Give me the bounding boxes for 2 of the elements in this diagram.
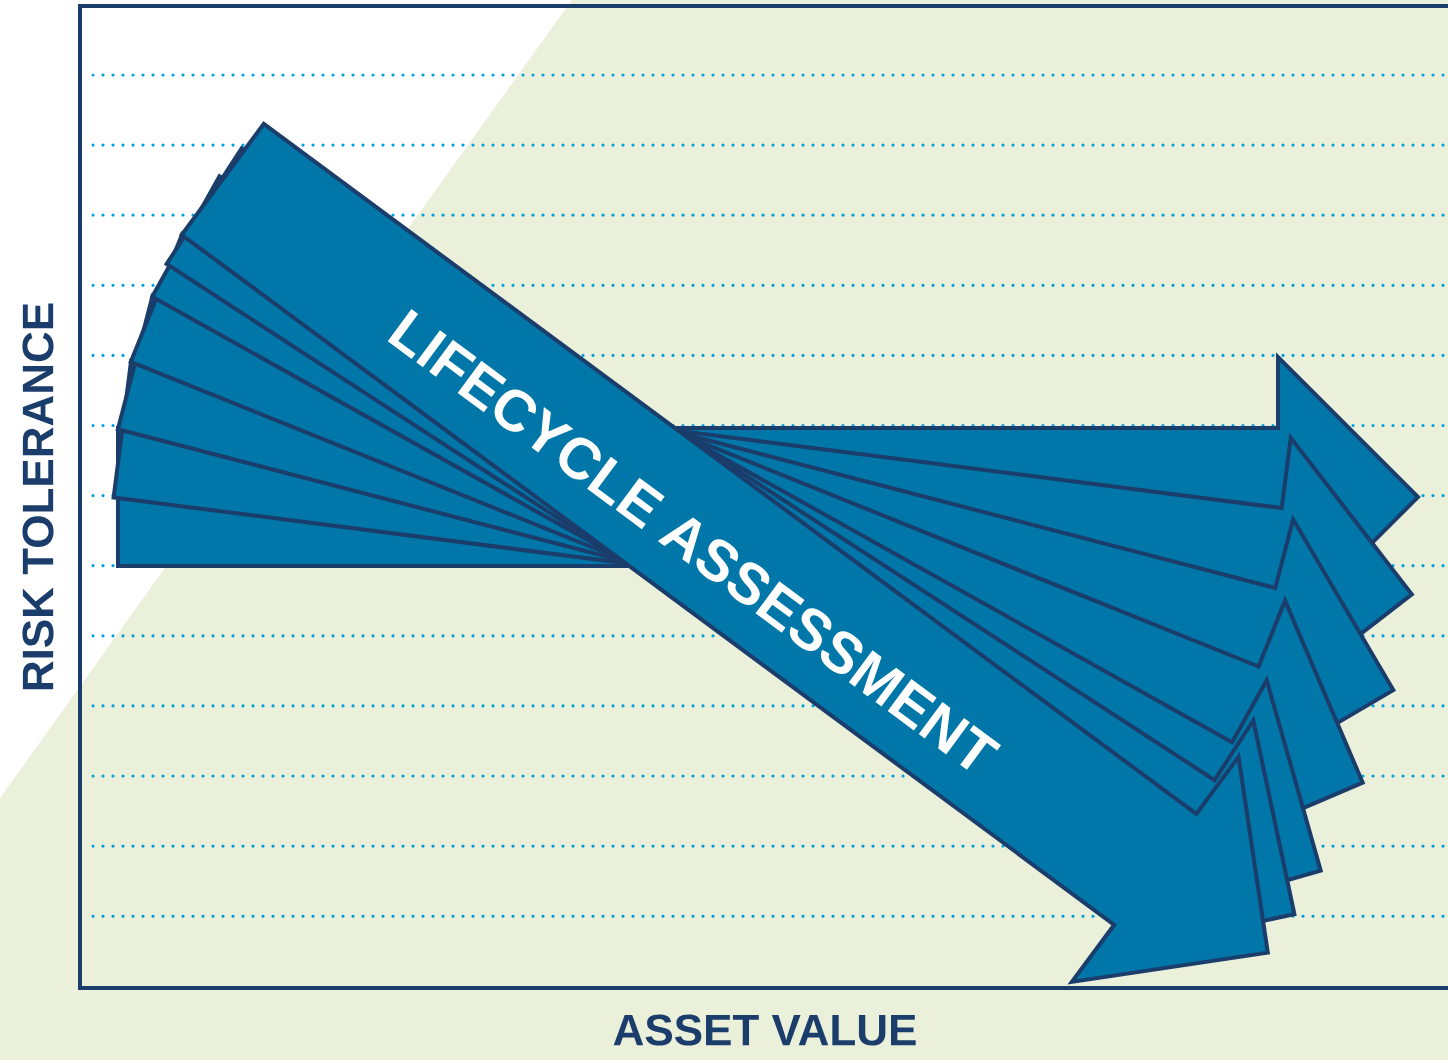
axis-label: RISK TOLERANCE bbox=[22, 303, 54, 690]
axis-label: ASSET VALUE bbox=[613, 1014, 916, 1046]
